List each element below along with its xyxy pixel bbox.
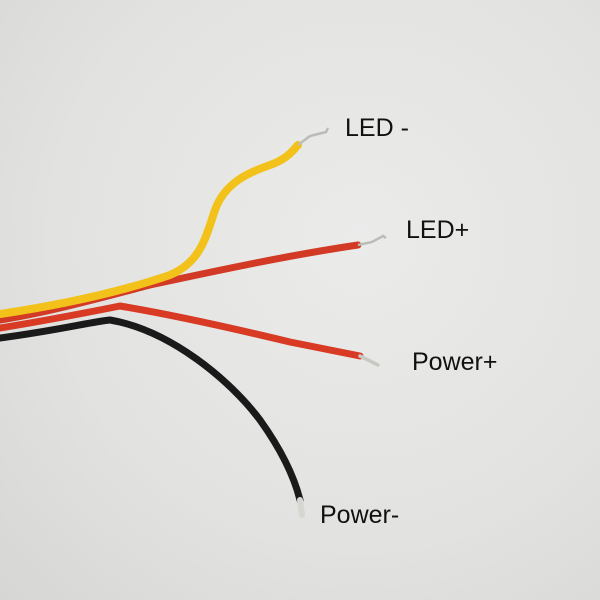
label-power-minus: Power- [320,501,400,529]
wire-tip-power-plus [358,354,380,367]
wire-black [0,316,304,504]
wire-red-power-plus [0,302,364,360]
label-led-plus: LED+ [406,216,470,244]
wire-tip-power-minus [297,497,305,518]
wire-tip-led-minus [297,127,330,146]
label-led-minus: LED - [345,114,409,142]
wire-yellow-led-minus [0,141,302,318]
label-power-plus: Power+ [412,348,498,376]
wire-tip-led-plus [357,234,387,247]
